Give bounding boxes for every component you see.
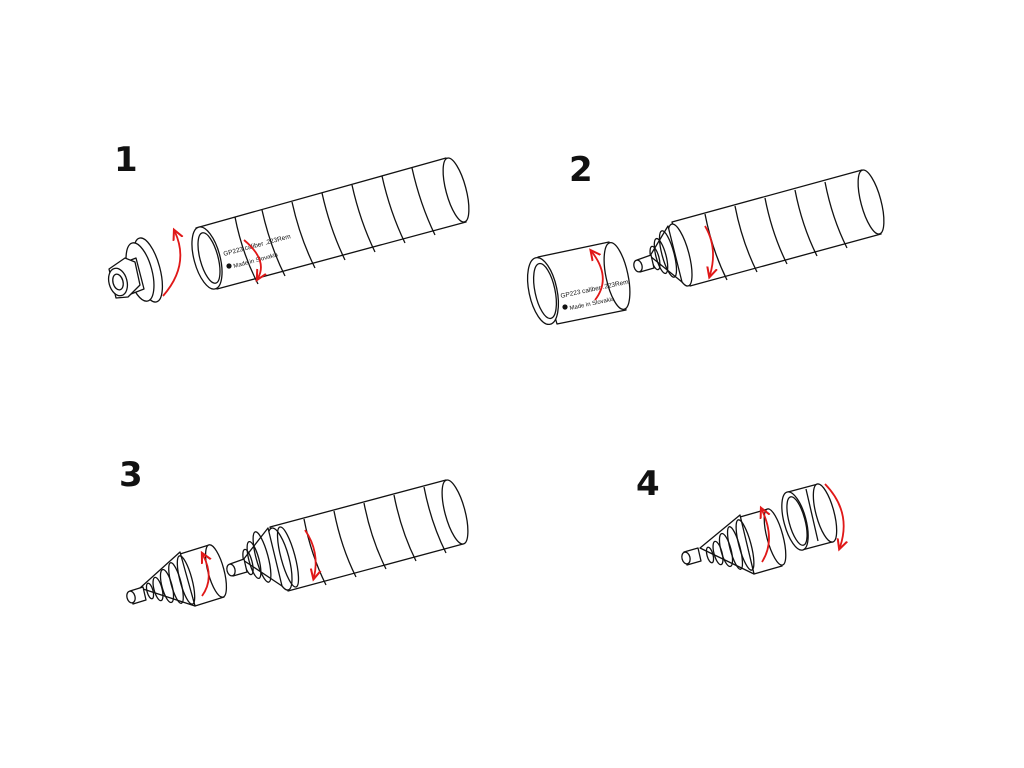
step-number-3: 3 [119, 455, 143, 495]
step-3-body-cone [226, 527, 283, 587]
step-2-sleeve [526, 241, 631, 326]
step-4-front-cap [681, 508, 787, 575]
step-number-4: 4 [636, 464, 660, 504]
step-3-body [267, 479, 469, 592]
rotation-arrow-icon [592, 252, 604, 301]
step-2-cone [633, 225, 683, 283]
step-2-illustration: GP223 caliber .223Rem Made in Slovakia [526, 169, 885, 326]
rotation-arrow-icon [824, 483, 844, 547]
step-3-front-cap [126, 544, 228, 607]
step-1-logo-dot [226, 263, 232, 269]
step-2-body [667, 169, 885, 287]
rotation-arrow-icon [243, 239, 261, 278]
rotation-arrow-icon [704, 225, 713, 275]
rotation-arrow-icon [202, 555, 209, 597]
step-number-1: 1 [114, 140, 138, 180]
step-1-illustration: GP223 caliber .223Rem Made in Slovakia [107, 157, 470, 303]
rotation-arrow-icon [162, 232, 180, 297]
step-2-logo-dot [562, 304, 568, 310]
step-number-2: 2 [569, 150, 593, 190]
rotation-arrow-icon [762, 510, 769, 563]
step-4-ring [781, 483, 838, 551]
step-4-illustration [681, 483, 844, 575]
rotation-arrow-icon [304, 529, 316, 577]
step-1-tube [191, 157, 470, 290]
step-1-mount-adapter [107, 237, 164, 303]
step-3-illustration [126, 479, 469, 607]
